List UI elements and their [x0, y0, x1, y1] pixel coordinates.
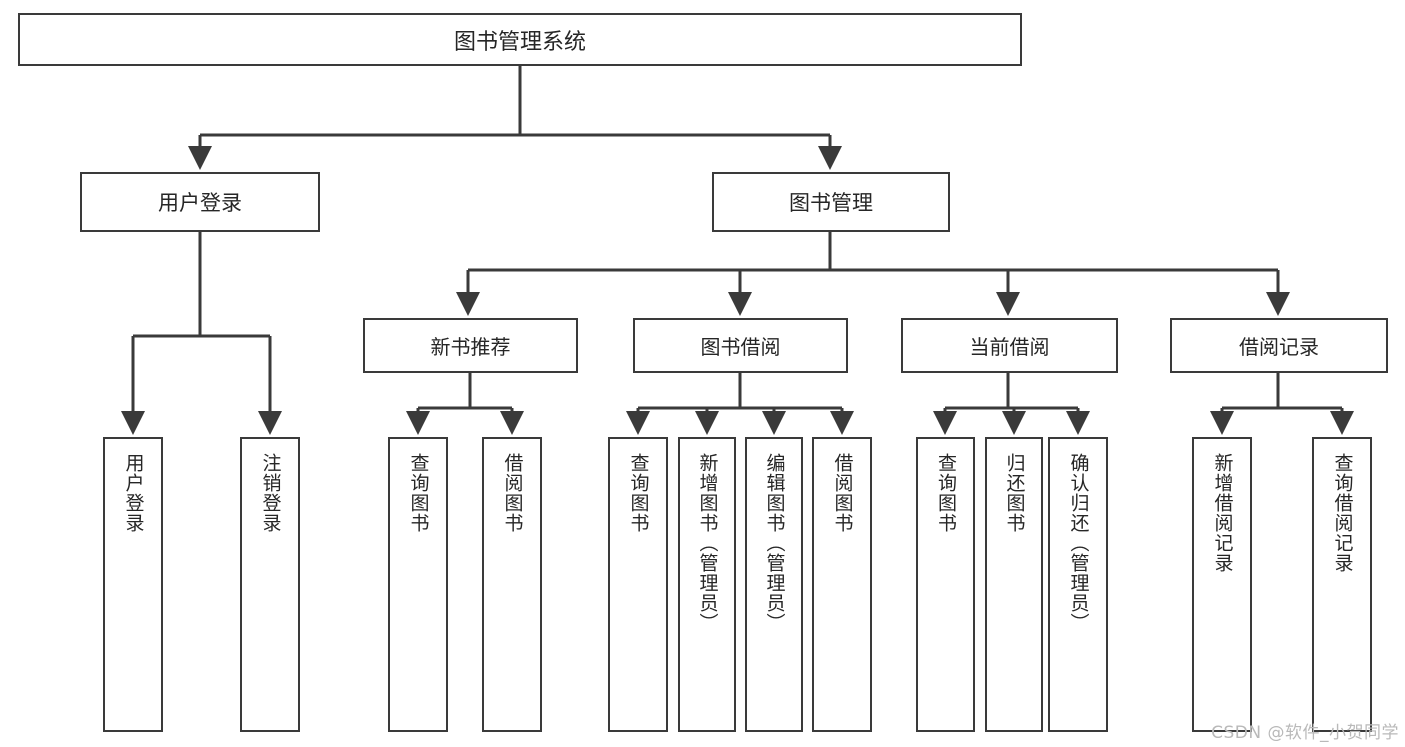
leaf-label: 新增图书（管理员）: [696, 453, 719, 633]
leaf-query-books-current[interactable]: 查询图书: [916, 437, 975, 732]
leaf-label: 查询图书: [407, 453, 430, 533]
leaf-add-book-admin[interactable]: 新增图书（管理员）: [678, 437, 736, 732]
leaf-borrow-books-borrow[interactable]: 借阅图书: [812, 437, 872, 732]
node-user-login-label: 用户登录: [158, 191, 242, 215]
node-new-book-recommend-label: 新书推荐: [430, 335, 511, 359]
node-current-borrow[interactable]: 当前借阅: [901, 318, 1118, 373]
leaf-label: 注销登录: [259, 453, 282, 533]
leaf-query-borrow-record[interactable]: 查询借阅记录: [1312, 437, 1372, 732]
node-book-borrow[interactable]: 图书借阅: [633, 318, 848, 373]
leaf-label: 新增借阅记录: [1211, 453, 1234, 573]
leaf-label: 查询图书: [627, 453, 650, 533]
node-user-login[interactable]: 用户登录: [80, 172, 320, 232]
node-current-borrow-label: 当前借阅: [969, 335, 1050, 359]
node-root[interactable]: 图书管理系统: [18, 13, 1022, 66]
watermark: CSDN @软件_小贺同学: [1211, 723, 1399, 743]
leaf-logout[interactable]: 注销登录: [240, 437, 300, 732]
leaf-edit-book-admin[interactable]: 编辑图书（管理员）: [745, 437, 803, 732]
leaf-query-books-borrow[interactable]: 查询图书: [608, 437, 668, 732]
node-book-borrow-label: 图书借阅: [700, 335, 781, 359]
leaf-return-books[interactable]: 归还图书: [985, 437, 1043, 732]
leaf-query-books-recommend[interactable]: 查询图书: [388, 437, 448, 732]
leaf-label: 查询借阅记录: [1331, 453, 1354, 573]
leaf-label: 编辑图书（管理员）: [763, 453, 786, 633]
node-root-label: 图书管理系统: [453, 29, 586, 55]
leaf-label: 查询图书: [935, 453, 958, 533]
node-new-book-recommend[interactable]: 新书推荐: [363, 318, 578, 373]
leaf-label: 借阅图书: [501, 453, 524, 533]
node-book-management-label: 图书管理: [789, 191, 873, 215]
leaf-label: 用户登录: [122, 453, 145, 533]
leaf-user-login[interactable]: 用户登录: [103, 437, 163, 732]
leaf-label: 借阅图书: [831, 453, 854, 533]
node-borrow-records-label: 借阅记录: [1239, 335, 1319, 359]
leaf-confirm-return-admin[interactable]: 确认归还（管理员）: [1048, 437, 1108, 732]
node-borrow-records[interactable]: 借阅记录: [1170, 318, 1388, 373]
leaf-label: 归还图书: [1003, 453, 1026, 533]
leaf-label: 确认归还（管理员）: [1067, 453, 1090, 633]
node-book-management[interactable]: 图书管理: [712, 172, 950, 232]
leaf-add-borrow-record[interactable]: 新增借阅记录: [1192, 437, 1252, 732]
leaf-borrow-books-recommend[interactable]: 借阅图书: [482, 437, 542, 732]
